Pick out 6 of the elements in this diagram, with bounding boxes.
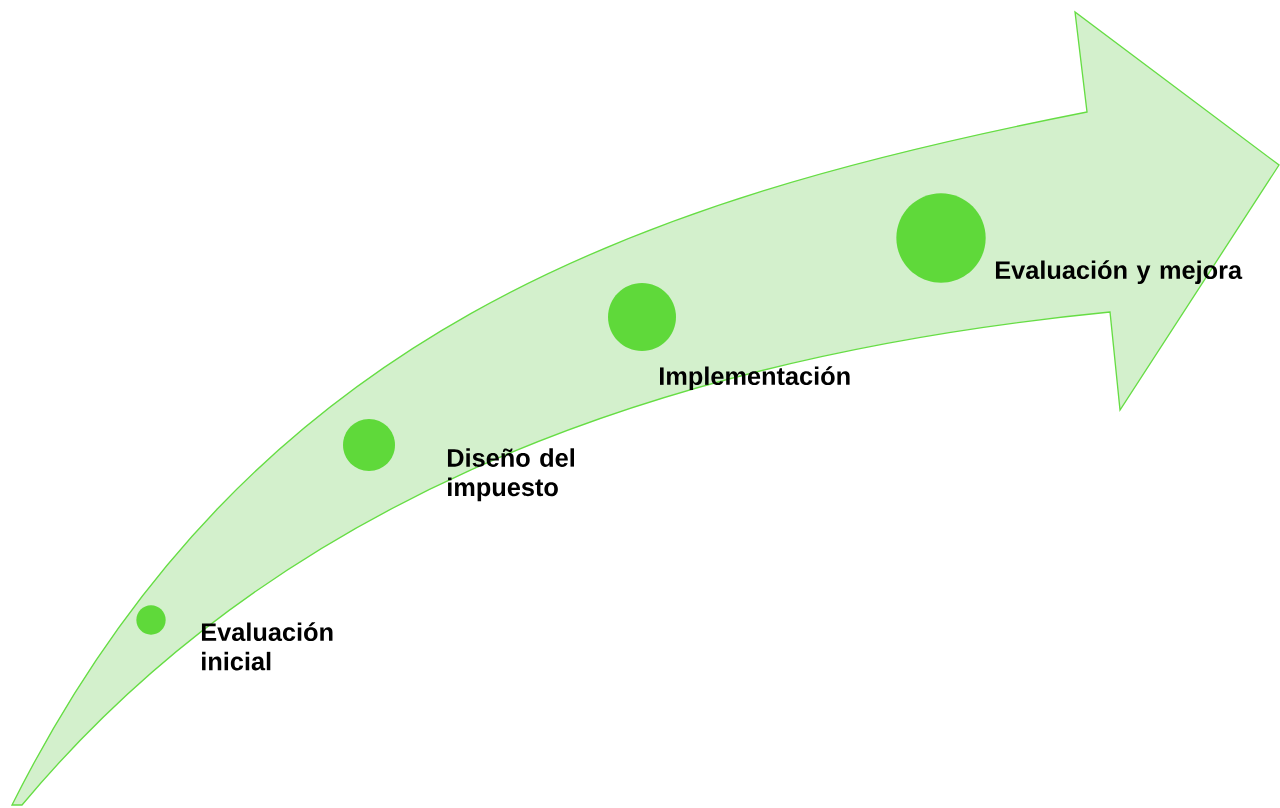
step-label: Evaluación y mejora bbox=[995, 260, 1243, 285]
circle bbox=[608, 283, 676, 351]
step-label: Evaluación inicial bbox=[201, 622, 333, 671]
circle bbox=[343, 419, 395, 471]
circle bbox=[896, 193, 986, 283]
circle bbox=[136, 605, 166, 635]
